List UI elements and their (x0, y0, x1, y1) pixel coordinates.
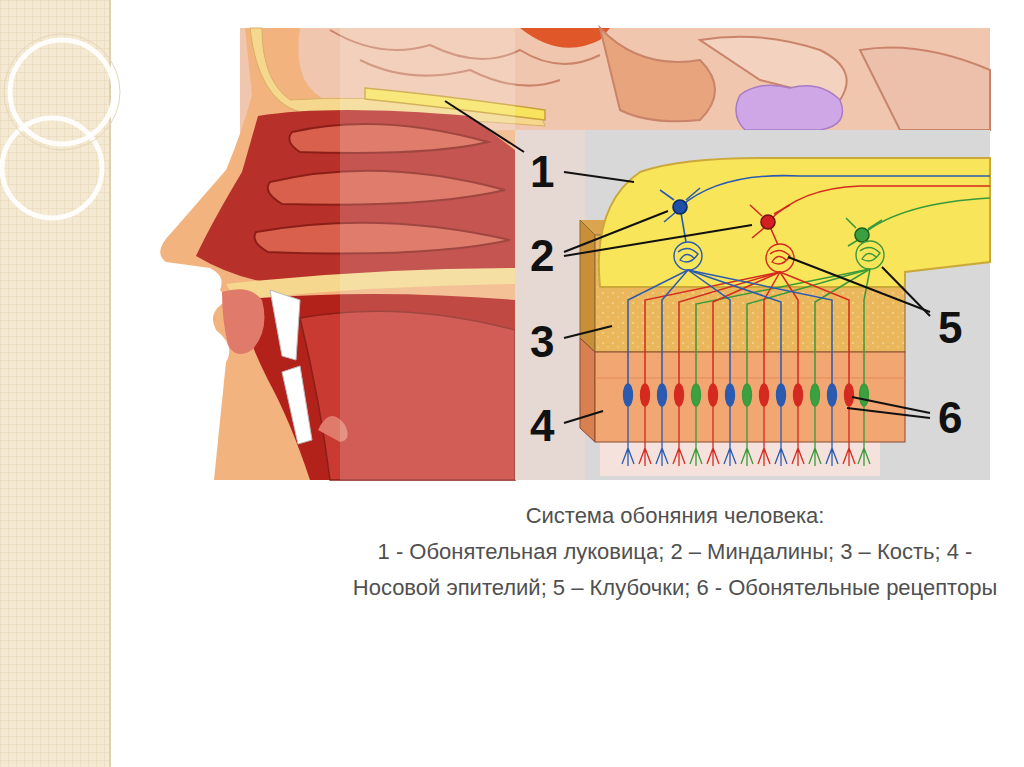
leader-lines (788, 257, 930, 312)
receptor-cells (792, 406, 804, 466)
receptor-cells (656, 406, 668, 466)
receptor-cells (843, 406, 855, 466)
receptor-axons (645, 272, 780, 385)
receptor-cells (741, 406, 753, 466)
leader-lines (564, 225, 752, 256)
receptor-axons (696, 269, 870, 385)
leader-lines (564, 326, 612, 338)
receptor-axons (688, 270, 781, 385)
olfactory-bulb (599, 158, 990, 287)
receptor-cells (826, 406, 838, 466)
mitral-cells (673, 200, 687, 214)
callout-number: 2 (530, 234, 554, 278)
receptor-cells (622, 406, 634, 466)
receptor-cells (743, 384, 752, 406)
mitral-cells (855, 228, 869, 242)
callout-number: 5 (938, 306, 962, 350)
epithelium-block (595, 378, 905, 379)
glomeruli (770, 250, 790, 264)
magnified-panel (515, 130, 990, 480)
head-section (860, 48, 990, 131)
receptor-cells (724, 406, 736, 466)
head-section (160, 28, 990, 480)
receptor-axons (688, 270, 730, 385)
receptor-cells (658, 384, 667, 406)
receptor-axons (662, 270, 688, 385)
receptor-cells (624, 384, 633, 406)
receptor-cells (707, 406, 719, 466)
receptor-cells (794, 384, 803, 406)
leader-lines (847, 408, 930, 418)
leader-lines (564, 411, 603, 423)
receptor-cells (760, 384, 769, 406)
mitral-cells (750, 205, 790, 245)
caption-title: Система обоняния человека: (350, 498, 1000, 534)
receptor-cells (709, 384, 718, 406)
caption-text: 1 - Обонятельная луковица; 2 – Миндалины… (350, 534, 1000, 606)
receptor-cells (692, 384, 701, 406)
head-section (520, 28, 610, 48)
olfactory-bulb (599, 158, 990, 287)
magnified-panel (515, 130, 585, 480)
glomeruli (856, 241, 884, 269)
glomeruli (678, 248, 698, 262)
receptor-cells (845, 384, 854, 406)
slide-background (0, 0, 120, 767)
head-section (282, 366, 312, 444)
receptor-cells (622, 384, 838, 466)
receptor-cells (641, 384, 650, 406)
callout-number: 1 (530, 150, 554, 194)
receptor-cells (622, 384, 870, 466)
leader-lines (445, 101, 524, 152)
head-section (270, 290, 300, 360)
mitral-cells (768, 186, 990, 222)
head-section (222, 289, 264, 354)
receptor-cells (690, 384, 870, 466)
receptor-cells (690, 406, 702, 466)
receptor-axons (780, 272, 798, 385)
receptor-cells (858, 406, 870, 466)
callout-number: 4 (530, 404, 554, 448)
receptor-cells (860, 384, 869, 406)
receptor-cells (828, 384, 837, 406)
leader-lines (564, 211, 668, 252)
receptor-cells (675, 384, 684, 406)
mitral-cells (862, 198, 990, 235)
receptor-cells (726, 384, 735, 406)
glomeruli (860, 247, 880, 261)
caption-block: Система обоняния человека:1 - Обонятельн… (350, 498, 1000, 606)
leader-lines (882, 267, 930, 316)
head-section (340, 28, 515, 480)
leader-lines (564, 172, 634, 182)
receptor-axons (628, 269, 870, 385)
head-section (736, 85, 843, 130)
mitral-cells (761, 215, 775, 229)
head-section (160, 28, 515, 480)
slide-background (2, 118, 102, 218)
slide-background (4, 34, 120, 150)
mitral-cells (660, 176, 990, 246)
receptor-cells (775, 406, 787, 466)
receptor-cells (758, 406, 770, 466)
magnified-panel (600, 440, 880, 476)
receptor-cells (639, 406, 651, 466)
receptor-cells (639, 384, 855, 466)
receptor-axons (688, 270, 832, 385)
receptor-axons (780, 272, 849, 385)
glomeruli (674, 242, 702, 270)
head-section (600, 28, 715, 121)
callout-number: 3 (530, 320, 554, 364)
epithelium-block (595, 352, 905, 442)
glomeruli (674, 241, 884, 272)
callout-number: 6 (938, 396, 962, 440)
receptor-cells (777, 384, 786, 406)
receptor-cells (811, 384, 820, 406)
receptor-cells (673, 406, 685, 466)
receptor-cells (809, 406, 821, 466)
epithelium-block (580, 338, 595, 442)
leader-lines (445, 101, 930, 423)
magnified-panel (515, 130, 990, 480)
